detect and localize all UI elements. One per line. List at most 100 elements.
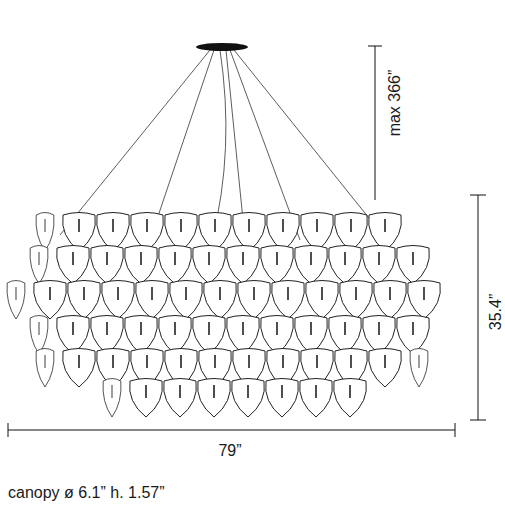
wire [226,50,245,240]
petal [295,316,328,355]
petal-outline [7,281,25,320]
petal-stroke [78,219,80,232]
petal-outline [334,379,367,418]
petal-stroke [344,322,346,335]
petal-stroke [276,252,278,265]
petal-stroke [242,322,244,335]
petal [340,281,373,320]
petal-stroke [316,219,318,232]
petal [267,213,300,252]
petal-stroke [378,252,380,265]
petal-stroke [419,355,420,368]
petal-stroke [423,287,425,300]
petal [227,316,260,355]
petal-stroke [282,219,284,232]
petal-stroke [214,219,216,232]
petal-stroke [145,385,147,398]
height-line [478,195,479,420]
petal-outline [397,246,430,285]
petal-outline [68,281,101,320]
petal [125,246,158,285]
petal-stroke [49,287,51,300]
petal [204,281,237,320]
petal-outline [261,316,294,355]
petal [261,246,294,285]
petal [165,213,198,252]
petal [102,281,135,320]
petal-outline [410,349,428,388]
petal [131,213,164,252]
petal [125,316,158,355]
petal-stroke [72,252,74,265]
petal [233,213,266,252]
tick [368,46,382,47]
petal-stroke [321,287,323,300]
petal [68,281,101,320]
petal [193,316,226,355]
petal [238,281,271,320]
petal [34,281,67,320]
petal [410,349,428,388]
wire [230,50,300,240]
tick [470,195,486,196]
petal [130,379,163,418]
petal-stroke [276,322,278,335]
petal-outline [227,246,260,285]
petal-stroke [208,322,210,335]
petal [306,281,339,320]
petal-stroke [106,252,108,265]
petal-stroke [281,385,283,398]
petal-outline [227,316,260,355]
petal [369,213,402,252]
petal-outline [374,281,407,320]
petal-outline [272,281,305,320]
petal-outline [170,281,203,320]
petal-outline [397,316,430,355]
petal-outline [30,246,48,285]
width-line [8,430,455,431]
petal-stroke [219,287,221,300]
petal-stroke [140,252,142,265]
petal-outline [198,379,231,418]
petal-stroke [112,385,113,398]
petal-outline [125,316,158,355]
petal-outline [295,246,328,285]
suspension-wires [60,50,385,240]
petal-stroke [45,219,46,232]
petal [295,246,328,285]
petal-stroke [180,355,182,368]
petal [266,379,299,418]
petal [329,316,362,355]
petal [103,379,121,418]
petal-outline [369,213,402,252]
petal-stroke [45,355,46,368]
petal-stroke [106,322,108,335]
petal-stroke [16,287,17,300]
petal-stroke [83,287,85,300]
petal-outline [301,213,334,252]
petal [397,316,430,355]
petal-outline [63,349,96,388]
petal [334,379,367,418]
petal [329,246,362,285]
petal [97,213,130,252]
petal [335,213,368,252]
petal-stroke [350,219,352,232]
petal-outline [57,246,90,285]
petal [408,281,441,320]
petal-outline [91,246,124,285]
petal-outline [300,379,333,418]
petal-outline [204,281,237,320]
petal-stroke [208,252,210,265]
petal-outline [232,379,265,418]
petal-outline [238,281,271,320]
petal [63,349,96,388]
petal-stroke [213,385,215,398]
petal-stroke [112,219,114,232]
petal-stroke [384,355,386,368]
petal-stroke [180,219,182,232]
petal-stroke [344,252,346,265]
canopy-note: canopy ø 6.1” h. 1.57” [8,485,165,501]
